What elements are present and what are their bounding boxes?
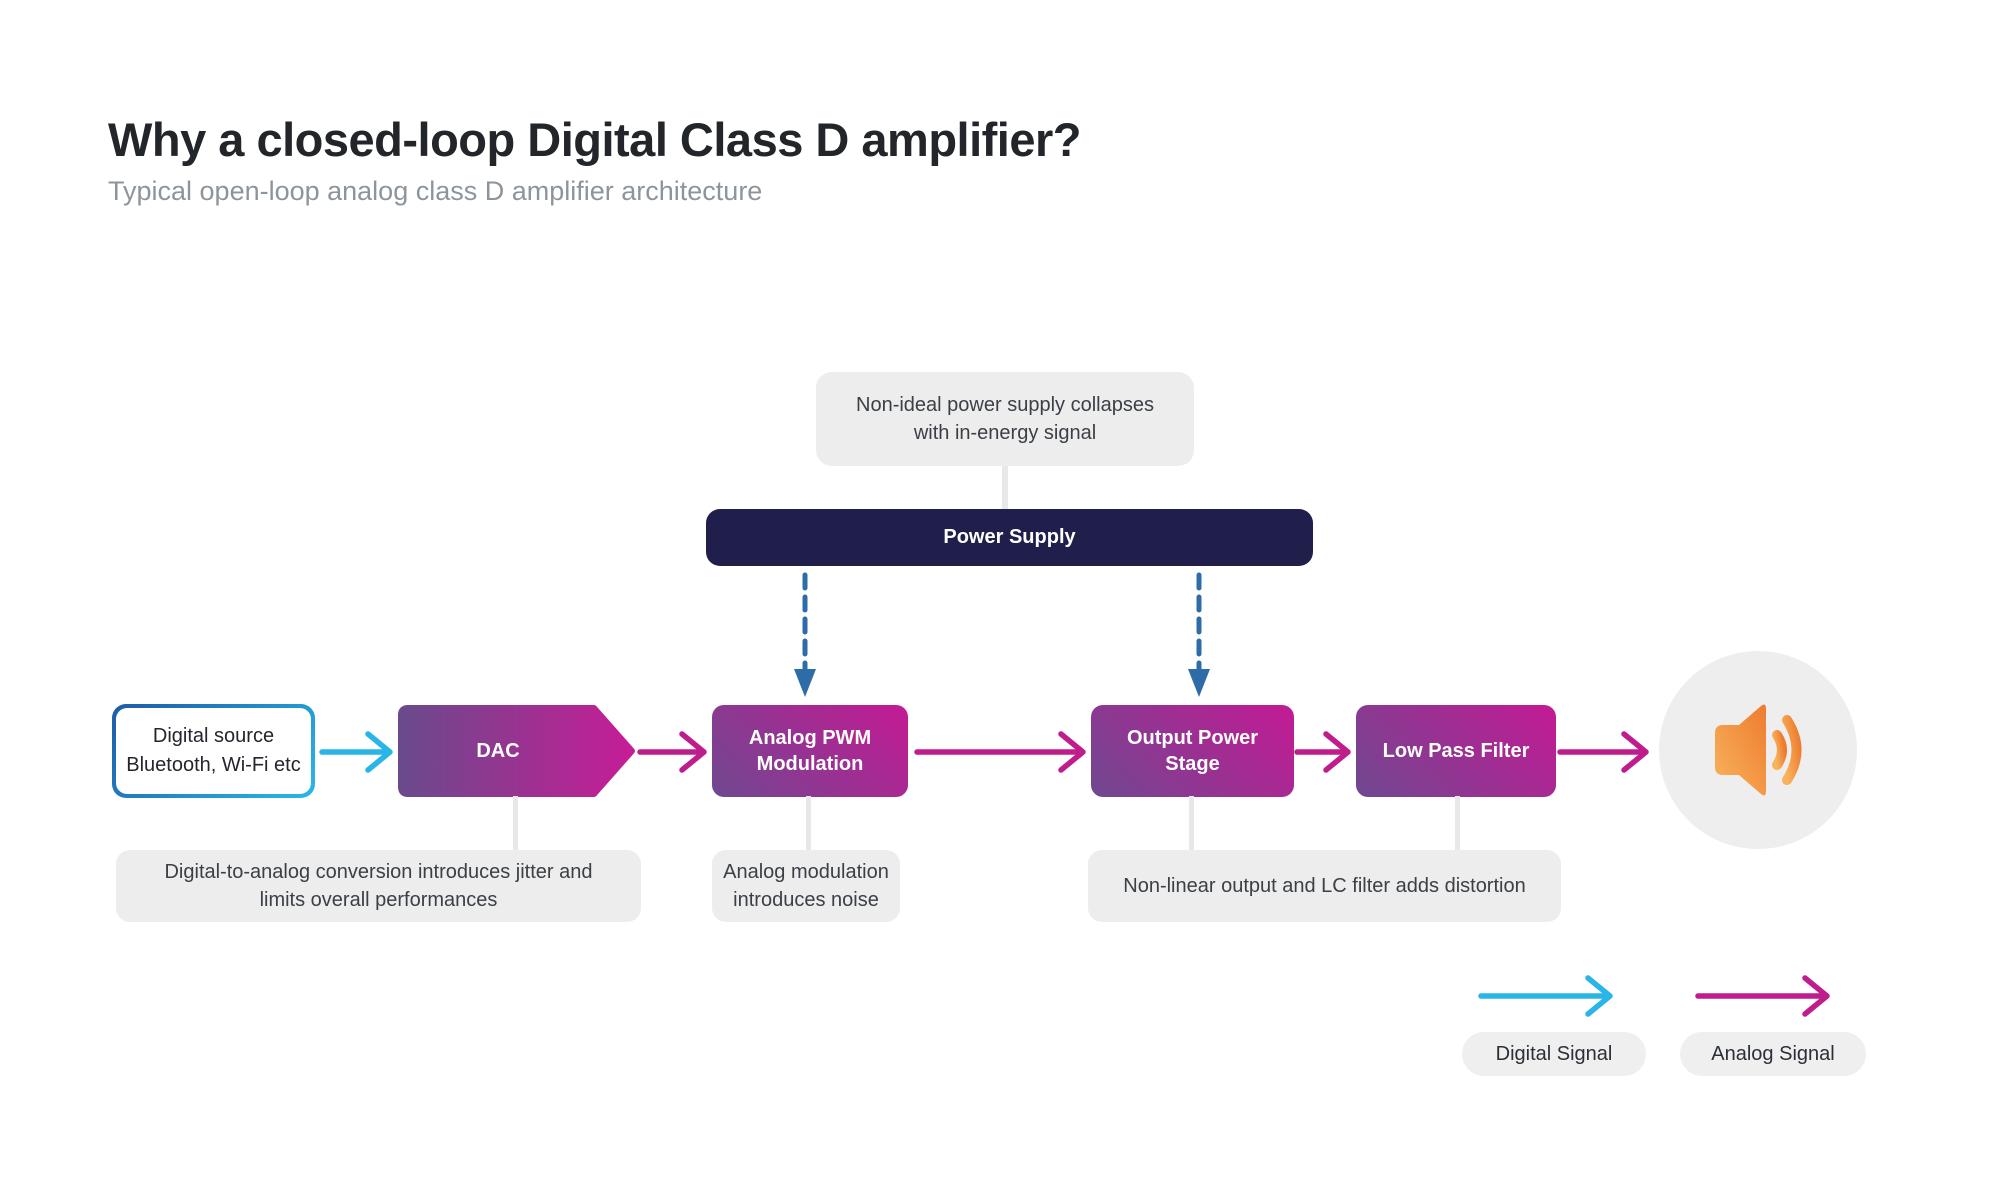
output-power-stage-label: Output Power Stage: [1126, 727, 1259, 775]
power-supply-label: Power Supply: [943, 526, 1076, 548]
output-power-stage-node: Output Power Stage: [1091, 705, 1294, 797]
dashed-arrow-to-pwm-icon: [794, 572, 816, 697]
connector-callout-to-power-supply: [1002, 466, 1008, 510]
digital-source-line1: Digital source: [152, 725, 275, 747]
dashed-arrow-to-output-icon: [1188, 572, 1210, 697]
page-subtitle: Typical open-loop analog class D amplifi…: [108, 176, 763, 206]
digital-source-line2: Bluetooth, Wi-Fi etc: [126, 754, 301, 776]
analog-arrow-dac-to-pwm-icon: [637, 731, 707, 773]
connector-pwm-callout: [806, 796, 811, 851]
pwm-label: Analog PWM Modulation: [748, 727, 872, 775]
callout-pwm: Analog modulation introduces noise: [712, 850, 900, 922]
analog-arrow-output-to-lpf-icon: [1294, 731, 1351, 773]
pwm-node: Analog PWM Modulation: [712, 705, 908, 797]
analog-arrow-lpf-to-speaker-icon: [1557, 731, 1649, 773]
callout-dac: Digital-to-analog conversion introduces …: [116, 850, 641, 922]
digital-source-node: Digital source Bluetooth, Wi-Fi etc: [112, 704, 315, 798]
legend-digital-arrow-icon: [1478, 975, 1613, 1017]
digital-arrow-source-to-dac-icon: [319, 731, 393, 773]
legend-analog-signal: Analog Signal: [1680, 1032, 1866, 1076]
legend-analog-arrow-icon: [1695, 975, 1830, 1017]
speaker-circle: [1659, 651, 1857, 849]
power-supply-node: Power Supply: [706, 509, 1313, 566]
dac-label: DAC: [476, 739, 520, 762]
analog-arrow-pwm-to-output-icon: [914, 731, 1086, 773]
dac-node: [398, 705, 635, 797]
connector-dac-callout: [513, 796, 518, 851]
digital-source-label: Digital source Bluetooth, Wi-Fi etc: [116, 708, 311, 794]
low-pass-filter-node: Low Pass Filter: [1356, 705, 1556, 797]
connector-lpf-callout: [1455, 796, 1460, 851]
low-pass-filter-label: Low Pass Filter: [1382, 740, 1530, 762]
callout-power-supply: Non-ideal power supply collapses with in…: [816, 372, 1194, 466]
connector-output-callout: [1189, 796, 1194, 851]
speaker-volume-icon: [1715, 704, 1802, 796]
legend-digital-signal: Digital Signal: [1462, 1032, 1646, 1076]
page-title: Why a closed-loop Digital Class D amplif…: [108, 113, 1082, 166]
callout-output: Non-linear output and LC filter adds dis…: [1088, 850, 1561, 922]
